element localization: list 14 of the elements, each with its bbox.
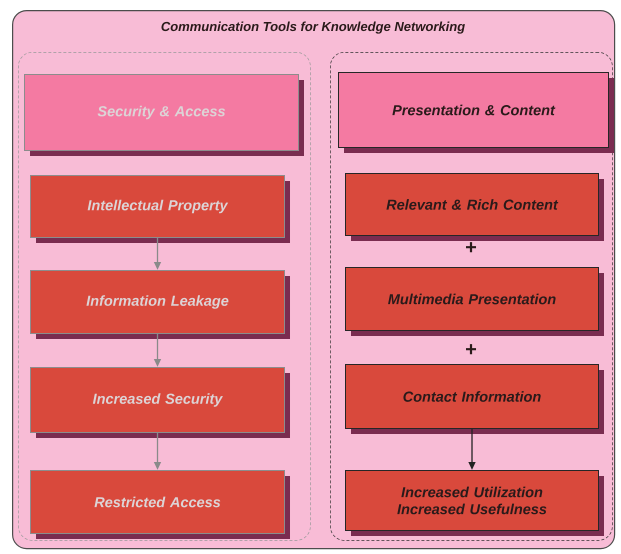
plus-sign: + — [466, 344, 476, 354]
dashed-panel — [18, 52, 311, 541]
plus-sign: + — [466, 242, 476, 252]
process-box: Intellectual Property — [30, 175, 290, 243]
process-box: Relevant & Rich Content — [345, 173, 604, 241]
process-box: Increased Security — [30, 367, 290, 438]
process-box: Contact Information — [345, 364, 604, 434]
process-box: Security & Access — [24, 74, 304, 156]
process-box: Increased Utilization Increased Usefulness — [345, 470, 604, 536]
process-box: Information Leakage — [30, 270, 290, 339]
dashed-panel — [330, 52, 613, 541]
process-box: Multimedia Presentation — [345, 267, 604, 336]
process-box: Presentation & Content — [338, 72, 614, 153]
process-box: Restricted Access — [30, 470, 290, 539]
